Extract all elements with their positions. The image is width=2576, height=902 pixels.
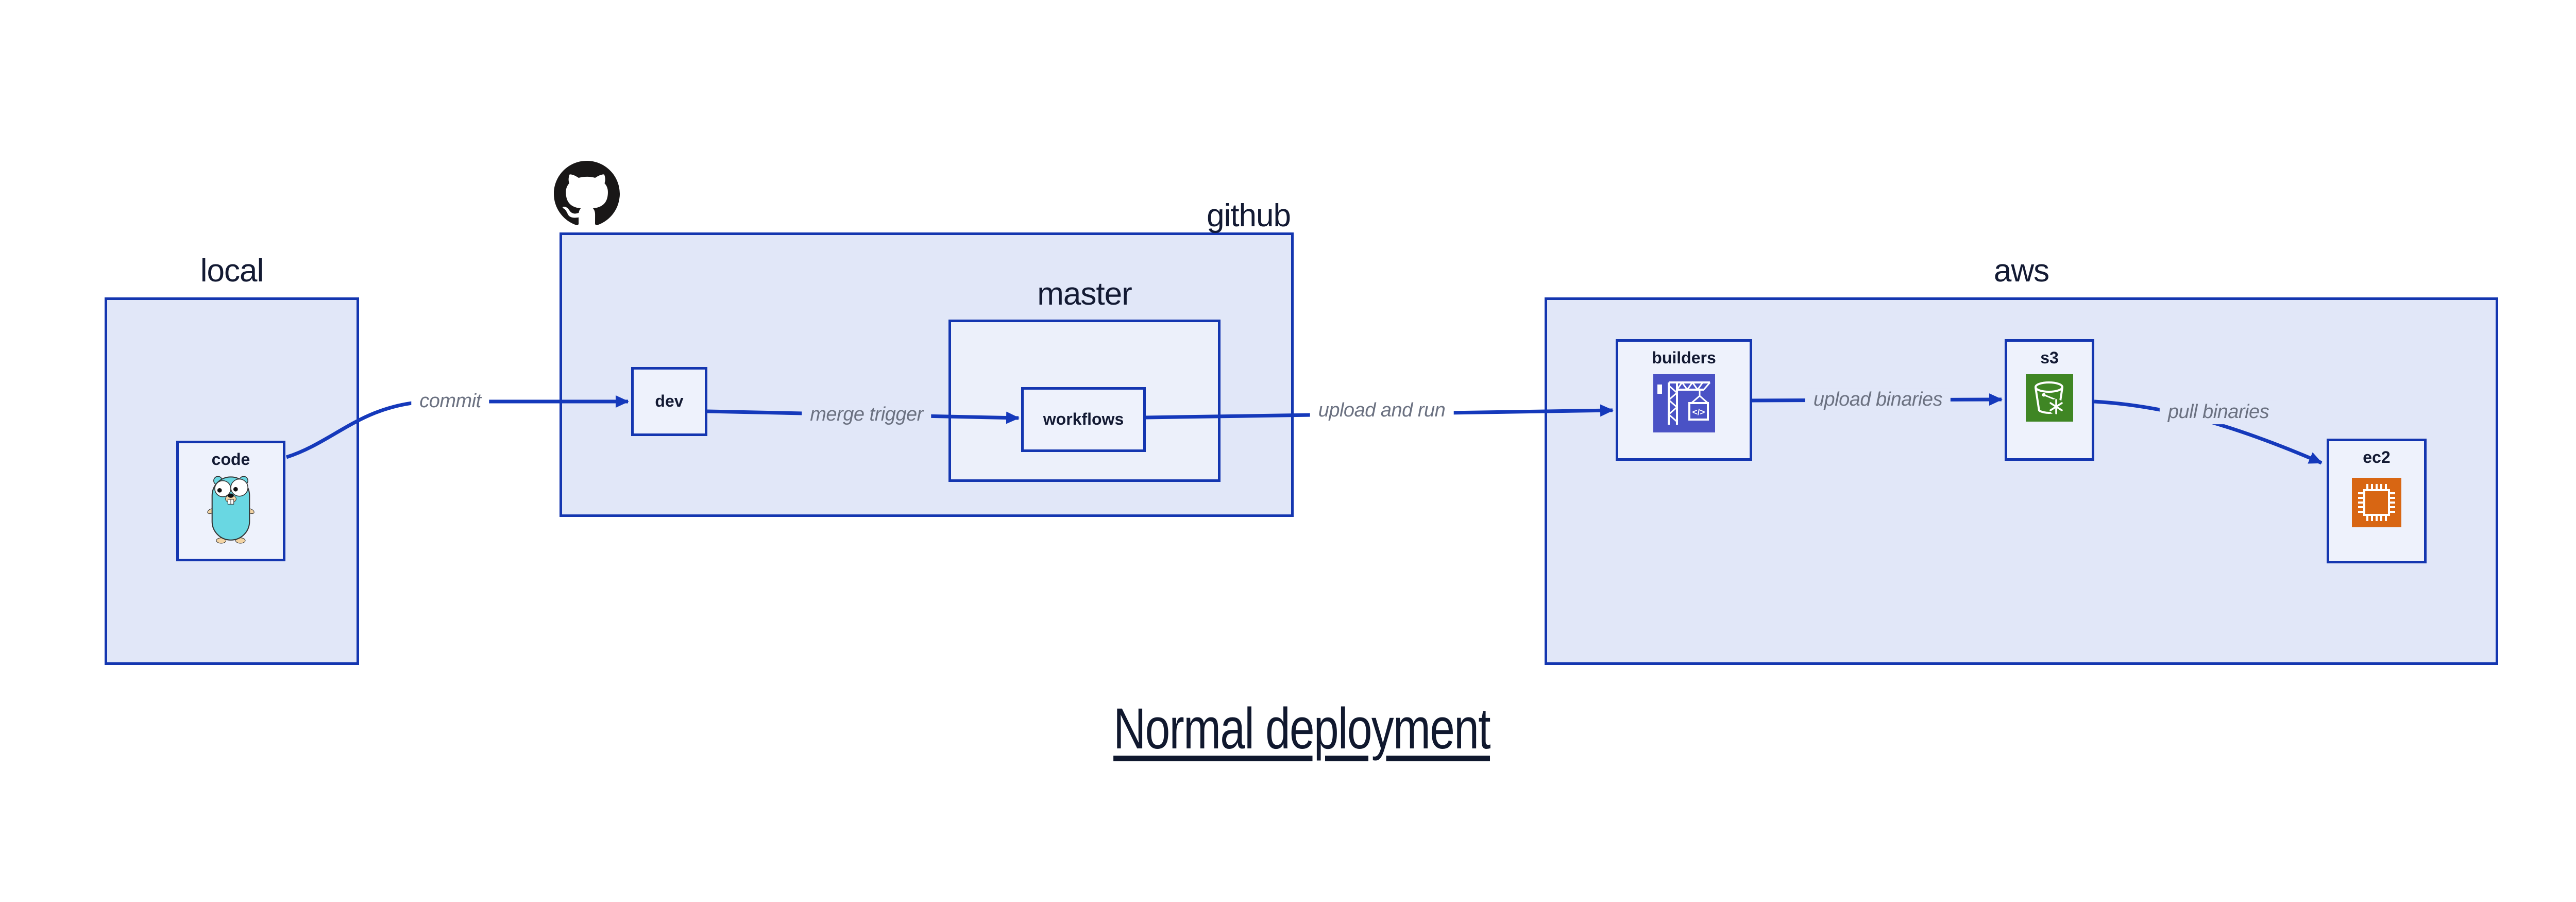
go-gopher-icon bbox=[204, 472, 258, 544]
code-brackets-glyph: </> bbox=[1692, 407, 1705, 417]
local-group-label: local bbox=[200, 253, 264, 289]
commit-edge-label: commit bbox=[411, 390, 489, 413]
s3-label: s3 bbox=[2040, 348, 2059, 367]
builders-node: builders </> bbox=[1616, 339, 1752, 461]
upload-binaries-edge-label: upload binaries bbox=[1805, 388, 1951, 412]
ec2-chip-icon bbox=[2352, 478, 2401, 528]
code-node: code bbox=[176, 441, 285, 561]
diagram-title: Normal deployment bbox=[0, 700, 2576, 758]
ec2-label: ec2 bbox=[2363, 448, 2391, 466]
github-octocat-icon bbox=[554, 161, 620, 229]
pull-binaries-edge-label: pull binaries bbox=[2159, 400, 2278, 424]
ec2-node: ec2 bbox=[2327, 439, 2427, 563]
merge-trigger-edge-label: merge trigger bbox=[802, 403, 931, 427]
dev-branch-label: dev bbox=[655, 392, 684, 411]
aws-group-label: aws bbox=[1993, 253, 2049, 289]
s3-glacier-bucket-icon bbox=[2026, 374, 2073, 422]
workflows-node: workflows bbox=[1021, 387, 1146, 452]
builders-label: builders bbox=[1652, 348, 1716, 367]
diagram-title-text: Normal deployment bbox=[1113, 696, 1491, 761]
master-branch-label: master bbox=[1037, 276, 1132, 312]
dev-branch-node: dev bbox=[631, 367, 707, 436]
code-node-label: code bbox=[211, 450, 250, 469]
s3-node: s3 bbox=[2005, 339, 2094, 461]
upload-and-run-edge-label: upload and run bbox=[1310, 399, 1454, 423]
codebuild-crane-icon: </> bbox=[1653, 374, 1715, 433]
github-group-label: github bbox=[1207, 198, 1291, 233]
workflows-label: workflows bbox=[1043, 410, 1124, 429]
